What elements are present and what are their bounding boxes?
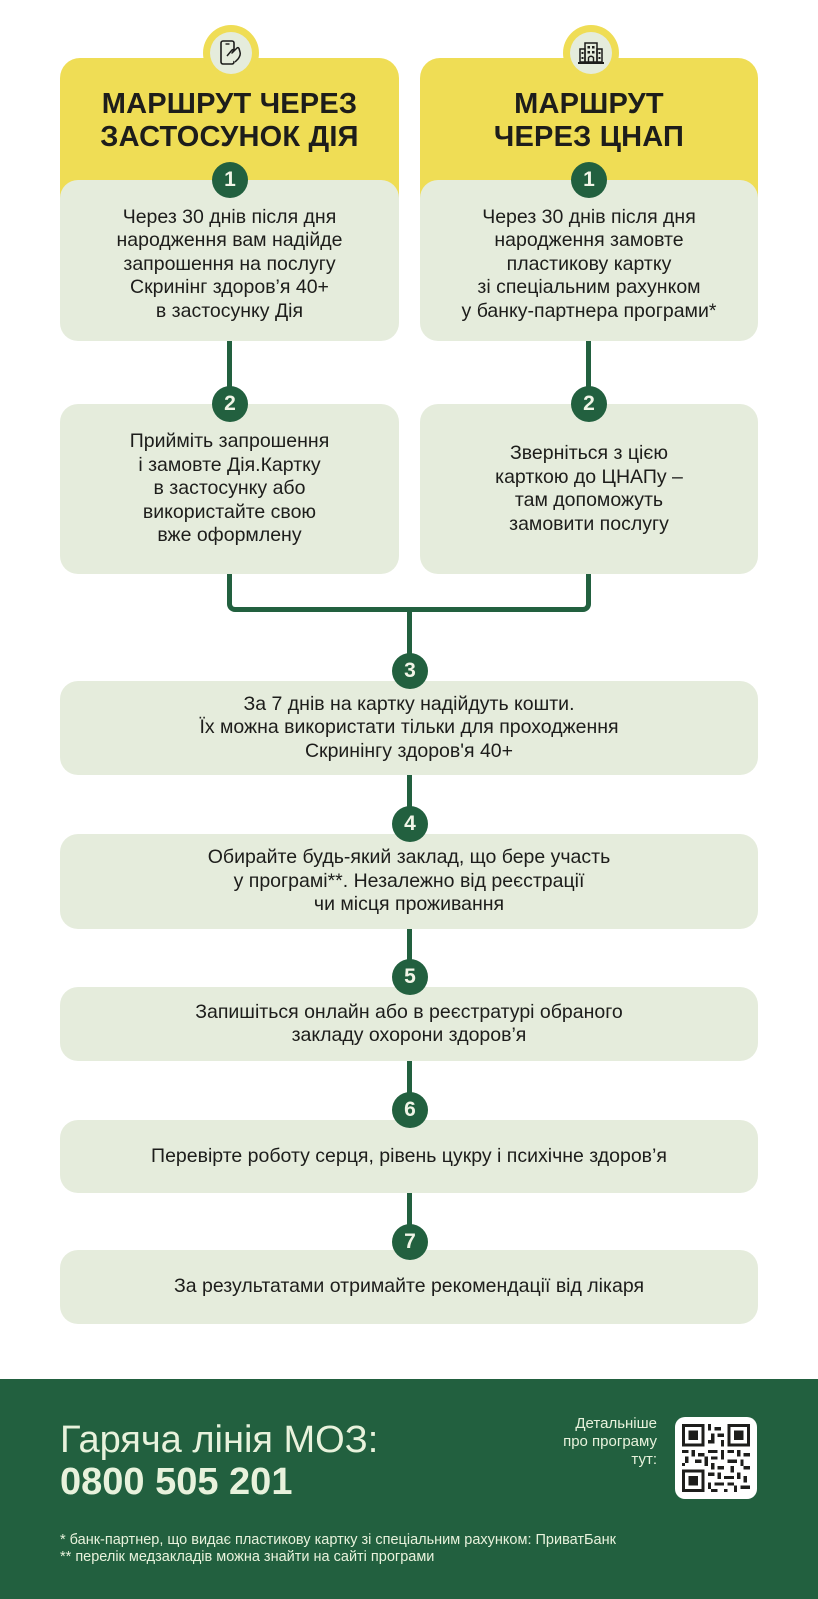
route-cnap-title: МАРШРУТ ЧЕРЕЗ ЦНАП bbox=[493, 88, 685, 153]
common-step-4-badge: 4 bbox=[392, 806, 428, 842]
route-cnap-step-1: Через 30 днів після дня народження замов… bbox=[420, 180, 758, 341]
connector-line bbox=[407, 1193, 412, 1243]
hotline-number[interactable]: 0800 505 201 bbox=[60, 1461, 293, 1503]
qr-code[interactable] bbox=[675, 1417, 757, 1499]
route-dia-step-1: Через 30 днів після дня народження вам н… bbox=[60, 180, 399, 341]
connector-line bbox=[407, 929, 412, 979]
route-cnap-icon-badge bbox=[563, 25, 619, 81]
common-step-5-badge: 5 bbox=[392, 959, 428, 995]
footnote-1: * банк-партнер, що видає пластикову карт… bbox=[60, 1532, 616, 1548]
connector-line bbox=[586, 341, 591, 391]
footer: Гаряча лінія МОЗ: 0800 505 201 Детальніш… bbox=[0, 1379, 818, 1599]
connector-line bbox=[407, 610, 412, 660]
common-step-4: Обирайте будь-який заклад, що бере участ… bbox=[60, 834, 758, 929]
route-dia-step-2: Прийміть запрошення і замовте Дія.Картку… bbox=[60, 404, 399, 574]
connector-line bbox=[407, 1061, 412, 1111]
route-dia-title: МАРШРУТ ЧЕРЕЗ ЗАСТОСУНОК ДІЯ bbox=[100, 88, 359, 153]
route-dia-step-1-badge: 1 bbox=[212, 162, 248, 198]
common-step-5: Запишіться онлайн або в реєстратурі обра… bbox=[60, 987, 758, 1061]
building-icon bbox=[570, 32, 612, 74]
hotline-label: Гаряча лінія МОЗ: bbox=[60, 1419, 379, 1461]
common-step-7-badge: 7 bbox=[392, 1224, 428, 1260]
route-cnap-step-2: Зверніться з цією карткою до ЦНАПу – там… bbox=[420, 404, 758, 574]
route-dia-step-2-badge: 2 bbox=[212, 386, 248, 422]
connector-line bbox=[407, 775, 412, 825]
common-step-3: За 7 днів на картку надійдуть кошти. Їх … bbox=[60, 681, 758, 775]
route-dia-icon-badge bbox=[203, 25, 259, 81]
route-cnap-step-2-badge: 2 bbox=[571, 386, 607, 422]
footnote-2: ** перелік медзакладів можна знайти на с… bbox=[60, 1549, 435, 1565]
merge-bracket bbox=[227, 574, 591, 612]
phone-tap-icon bbox=[210, 32, 252, 74]
more-info-text: Детальніше про програму тут: bbox=[563, 1415, 657, 1468]
common-step-3-badge: 3 bbox=[392, 653, 428, 689]
connector-line bbox=[227, 341, 232, 391]
common-step-6-badge: 6 bbox=[392, 1092, 428, 1128]
qr-code-icon bbox=[682, 1424, 750, 1492]
common-step-6: Перевірте роботу серця, рівень цукру і п… bbox=[60, 1120, 758, 1193]
common-step-7: За результатами отримайте рекомендації в… bbox=[60, 1250, 758, 1324]
route-cnap-step-1-badge: 1 bbox=[571, 162, 607, 198]
